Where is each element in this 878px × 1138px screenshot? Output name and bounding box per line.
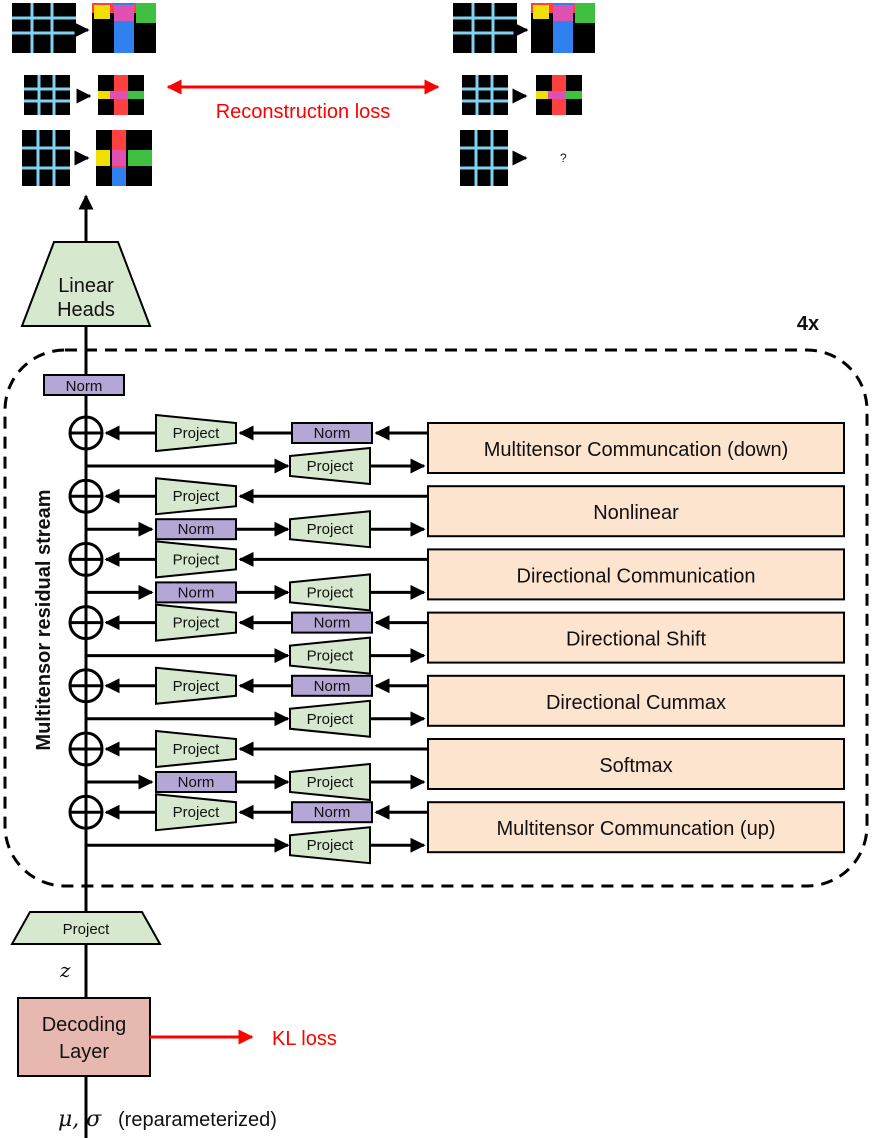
input-project-label: Project: [63, 921, 111, 938]
project-label: Project: [173, 615, 221, 632]
repeat-container: [3, 348, 869, 888]
example-grids: ?: [12, 3, 595, 186]
project-label: Project: [307, 458, 355, 475]
project-trapezoid: [155, 793, 237, 832]
norm-label: Norm: [314, 425, 351, 442]
output-grid: [536, 75, 582, 115]
norm-label: Norm: [314, 615, 351, 632]
norm-label: Norm: [66, 378, 103, 395]
z-label: z: [59, 958, 71, 982]
reparameterized-label: (reparameterized): [118, 1109, 277, 1131]
plus-icon: [70, 796, 102, 829]
layer-block-label: Nonlinear: [593, 502, 679, 524]
layer-block: [427, 738, 845, 790]
layer-block: [427, 485, 845, 538]
project-trapezoid: [155, 603, 237, 642]
layer-block: [427, 674, 845, 727]
layer-block-label: Directional Shift: [566, 629, 707, 651]
project-label: Project: [307, 774, 355, 791]
input-grid: [22, 130, 70, 186]
project-label: Project: [173, 425, 221, 442]
layer-block: [427, 422, 845, 474]
layer-block-label: Multitensor Communcation (up): [497, 818, 776, 840]
norm-label: Norm: [178, 521, 215, 538]
project-trapezoid: [289, 446, 371, 486]
norm-label: Norm: [178, 774, 215, 791]
output-grid: [96, 130, 152, 186]
residual-block: Multitensor Communcation (down)NormProje…: [68, 413, 845, 486]
output-grid: [531, 3, 595, 53]
decoding-layer-box: [17, 997, 151, 1077]
norm-label: Norm: [314, 804, 351, 821]
layer-block-label: Directional Cummax: [546, 692, 726, 714]
project-trapezoid: [289, 573, 371, 612]
repeat-label: 4x: [797, 313, 819, 335]
residual-stream-label: Multitensor residual stream: [33, 489, 55, 750]
output-grid: [98, 75, 144, 115]
input-grid: [12, 3, 76, 53]
project-label: Project: [173, 488, 221, 505]
project-label: Project: [307, 648, 355, 665]
layer-block: [427, 611, 845, 664]
project-trapezoid: [289, 636, 371, 675]
input-grid: [460, 130, 508, 186]
residual-blocks: Multitensor Communcation (down)NormProje…: [68, 413, 845, 865]
layer-block-label: Softmax: [599, 755, 672, 777]
input-grid: [453, 3, 517, 53]
norm-box: [43, 374, 125, 396]
norm-label: Norm: [314, 678, 351, 695]
linear-heads-trapezoid: [20, 241, 152, 327]
project-label: Project: [173, 804, 221, 821]
unknown-output-label: ?: [560, 151, 567, 165]
norm-label: Norm: [178, 584, 215, 601]
project-label: Project: [173, 741, 221, 758]
residual-block: Multitensor Communcation (up)NormProject…: [68, 793, 845, 865]
input-grid: [462, 75, 508, 115]
plus-icon: [70, 606, 102, 639]
decoding-layer-label-line2: Layer: [59, 1041, 109, 1063]
plus-icon: [70, 417, 102, 449]
layer-block-label: Multitensor Communcation (down): [484, 439, 789, 461]
project-label: Project: [307, 584, 355, 601]
project-trapezoid: [155, 666, 237, 705]
plus-icon: [70, 669, 102, 702]
mu-sigma-label: μ, σ: [58, 1107, 102, 1132]
plus-icon: [70, 543, 102, 576]
project-label: Project: [307, 711, 355, 728]
kl-loss-label: KL loss: [272, 1028, 337, 1050]
plus-icon: [70, 480, 102, 513]
layer-block-label: Directional Communication: [517, 565, 756, 587]
project-trapezoid: [289, 826, 371, 865]
input-grid: [24, 75, 70, 115]
project-trapezoid: [155, 540, 237, 579]
input-project-trapezoid: [10, 911, 162, 945]
project-trapezoid: [155, 477, 237, 516]
project-label: Project: [307, 521, 355, 538]
project-trapezoid: [289, 699, 371, 738]
plus-icon: [70, 733, 102, 765]
layer-block: [427, 801, 845, 854]
project-label: Project: [173, 678, 221, 695]
reconstruction-loss-label: Reconstruction loss: [216, 101, 391, 123]
project-label: Project: [173, 551, 221, 568]
project-trapezoid: [155, 729, 237, 769]
linear-heads-label-line1: Linear: [58, 275, 114, 297]
project-trapezoid: [289, 762, 371, 802]
decoding-layer-label-line1: Decoding: [42, 1014, 127, 1036]
output-grid: [92, 3, 156, 53]
project-label: Project: [307, 837, 355, 854]
layer-block: [427, 548, 845, 601]
linear-heads-label-line2: Heads: [57, 299, 115, 321]
project-trapezoid: [289, 510, 371, 549]
project-trapezoid: [155, 413, 237, 453]
